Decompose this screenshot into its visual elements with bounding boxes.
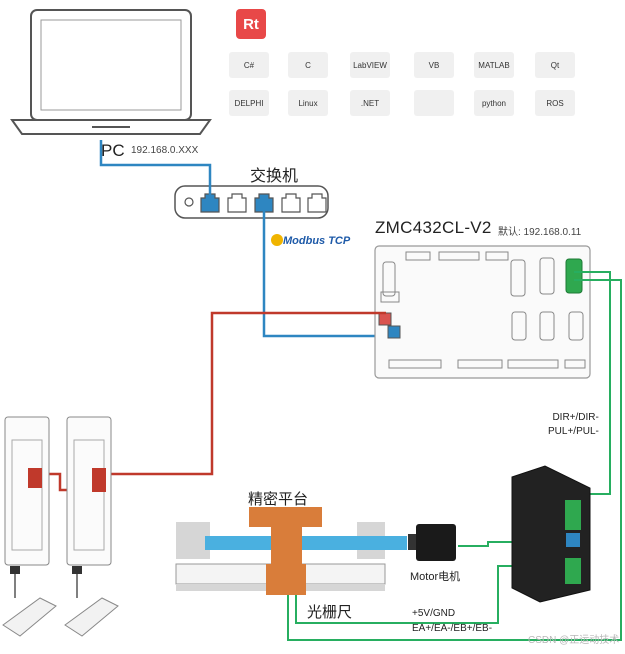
precision-platform-label: 精密平台 — [248, 491, 309, 508]
ethernet-cables — [99, 140, 386, 338]
logo-row1-2: LabVIEW — [350, 52, 390, 78]
logo-row2-5: ROS — [535, 90, 575, 116]
pc-label: PC — [101, 141, 125, 160]
network-switch-icon — [174, 185, 329, 219]
stepper-driver — [511, 465, 591, 603]
csdn-watermark: CSDN @正运动技术 — [528, 635, 620, 646]
logo-row2-1: Linux — [288, 90, 328, 116]
logo-row2-2: .NET — [350, 90, 390, 116]
servo-motor-2 — [64, 597, 119, 637]
logo-row2-4: python — [474, 90, 514, 116]
controller-name: ZMC432CL-V2 — [375, 218, 492, 237]
modbus-icon — [271, 234, 283, 246]
logo-row1-5: Qt — [535, 52, 575, 78]
logo-row1-3: VB — [414, 52, 454, 78]
servo-drive-2 — [66, 416, 112, 574]
pc-ip-label: 192.168.0.XXX — [131, 145, 199, 156]
logo-row1-0: C# — [229, 52, 269, 78]
motor-label: Motor电机 — [410, 571, 461, 583]
servo-drive-1 — [4, 416, 50, 574]
logo-row1-4: MATLAB — [474, 52, 514, 78]
servo-motor-1 — [2, 597, 57, 637]
grating-ruler-label: 光栅尺 — [307, 604, 353, 621]
direction-pulse-signals-label: DIR+/DIR- PUL+/PUL- — [548, 412, 599, 437]
modbus-tcp-label: Modbus TCP — [283, 235, 351, 247]
laptop-icon — [10, 9, 212, 135]
logo-row2-0: DELPHI — [229, 90, 269, 116]
precision-platform — [175, 507, 407, 595]
logo-row2-3 — [414, 90, 454, 116]
rt-logo: Rt — [236, 9, 266, 39]
switch-label: 交换机 — [250, 168, 299, 185]
drive-motor-cables — [14, 574, 78, 598]
logo-row1-1: C — [288, 52, 328, 78]
motion-controller-board — [374, 245, 591, 379]
encoder-signals-label: +5V/GND EA+/EA-/EB+/EB- — [412, 608, 493, 634]
controller-ip-label: 默认: 192.168.0.11 — [498, 227, 582, 238]
stepper-motor — [408, 524, 456, 561]
